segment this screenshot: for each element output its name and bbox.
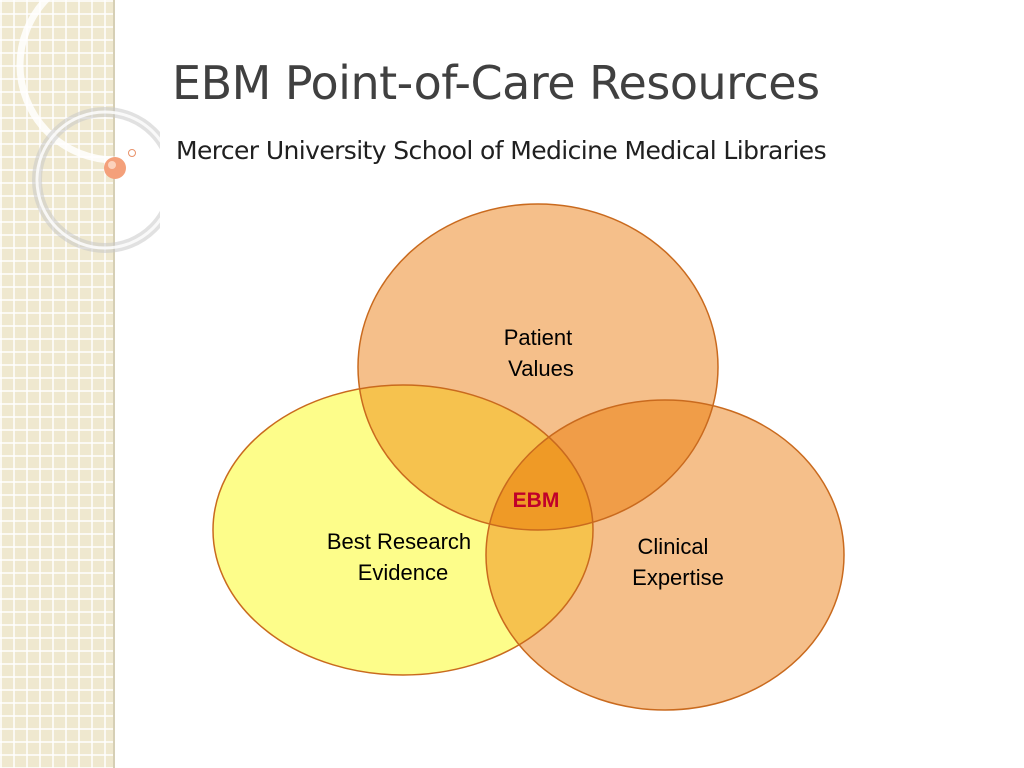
swirl-lower-ring-highlight	[35, 110, 160, 250]
outline-research	[212, 384, 594, 676]
label-clinical-line-2: Expertise	[632, 565, 724, 590]
outline-clinical	[485, 399, 845, 711]
label-clinical-line-1: Clinical	[638, 534, 709, 559]
slide-subtitle: Mercer University School of Medicine Med…	[176, 136, 827, 165]
overlap-patient-research	[358, 385, 593, 530]
accent-dot-highlight	[108, 161, 116, 169]
bullet-marker	[128, 149, 136, 157]
slide-title: EBM Point-of-Care Resources	[172, 56, 820, 110]
swirl-decoration	[16, 0, 160, 253]
label-patient-line-2: Values	[508, 356, 574, 381]
outline-patient	[357, 203, 719, 531]
overlap-center-ebm	[486, 400, 593, 530]
label-ebm-center: EBM	[513, 489, 560, 512]
label-research-line-1: Best Research	[327, 529, 471, 554]
sidebar-edge	[113, 0, 115, 768]
label-patient-line-1: Patient	[504, 325, 573, 350]
label-research-line-2: Evidence	[358, 560, 449, 585]
